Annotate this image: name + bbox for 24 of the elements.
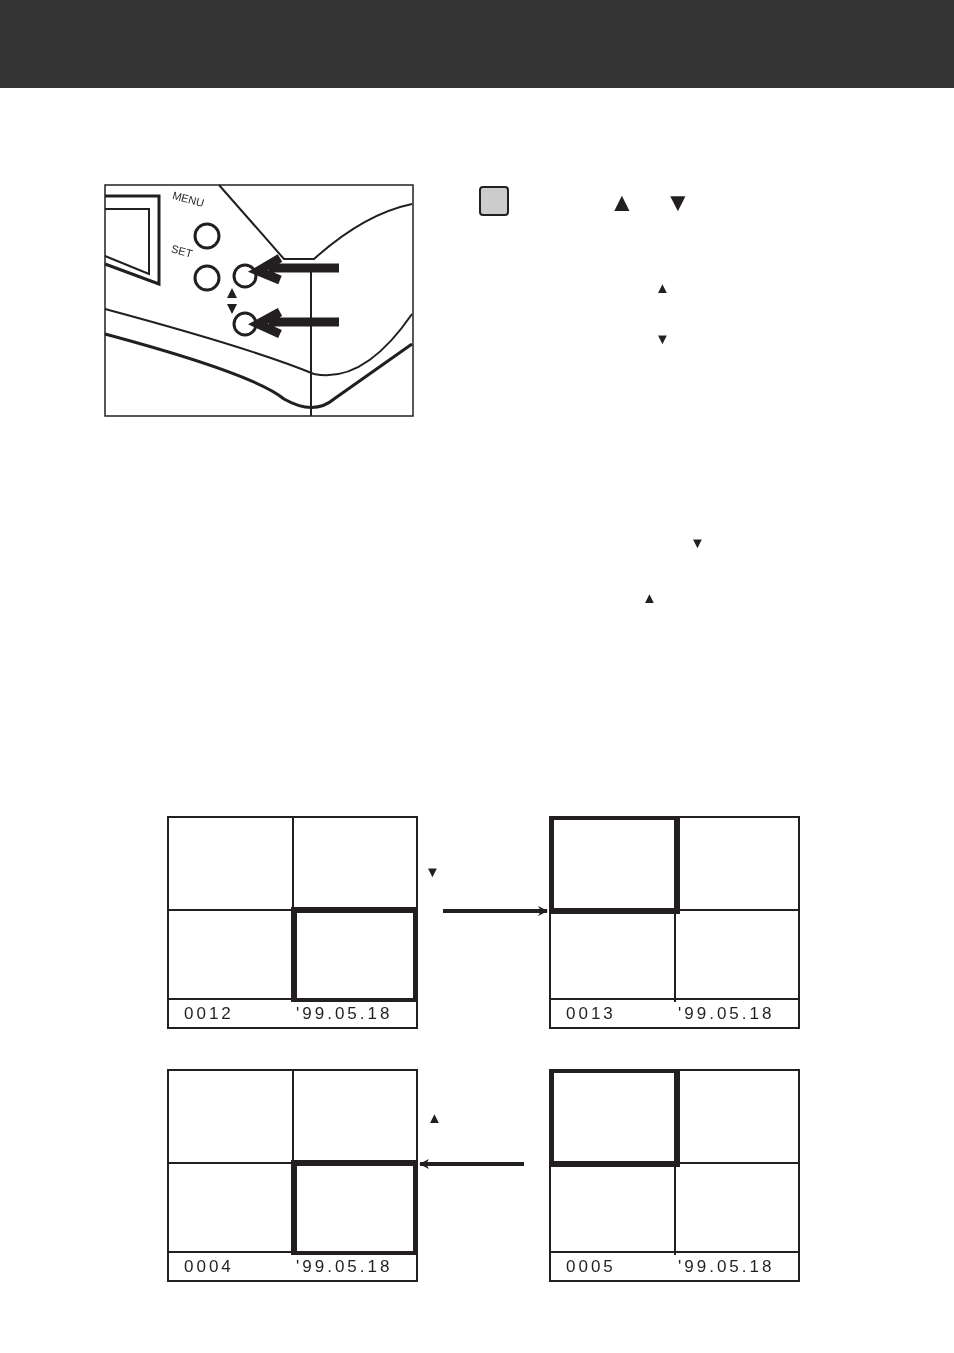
index-screen xyxy=(167,1069,418,1282)
frame-number: 0013 xyxy=(566,1004,616,1024)
down-triangle-symbol: ▼ xyxy=(655,331,670,346)
date-text: '99.05.18 xyxy=(678,1257,775,1277)
index-screen xyxy=(549,816,800,1029)
index-screen xyxy=(167,816,418,1029)
arrow xyxy=(419,1159,524,1169)
down-triangle-symbol: ▼ xyxy=(425,864,440,879)
date-text: '99.05.18 xyxy=(678,1004,775,1024)
up-triangle-symbol: ▲ xyxy=(609,189,635,215)
button-label: MENU xyxy=(171,190,206,209)
up-triangle-symbol: ▲ xyxy=(642,590,657,605)
date-text: '99.05.18 xyxy=(296,1257,393,1277)
frame-number: 0012 xyxy=(184,1004,234,1024)
down-triangle-symbol: ▼ xyxy=(665,189,691,215)
up-triangle-symbol: ▲ xyxy=(427,1110,442,1125)
up-triangle-symbol: ▲ xyxy=(655,280,670,295)
frame-number: 0005 xyxy=(566,1257,616,1277)
date-text: '99.05.18 xyxy=(296,1004,393,1024)
arrow xyxy=(443,906,548,916)
button-label: SET xyxy=(169,243,194,260)
frame-number: 0004 xyxy=(184,1257,234,1277)
down-triangle-symbol: ▼ xyxy=(690,535,705,550)
index-screen xyxy=(549,1069,800,1282)
